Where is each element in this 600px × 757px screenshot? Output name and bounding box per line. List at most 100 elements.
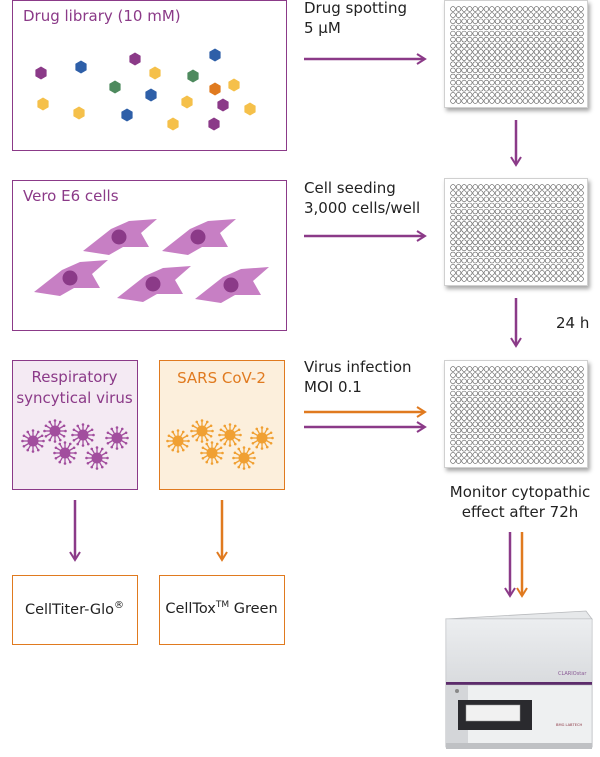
plate-well	[533, 214, 540, 221]
plate-well	[455, 433, 462, 440]
plate-well	[561, 12, 568, 18]
plate-well	[522, 276, 529, 282]
plate-well	[572, 43, 579, 49]
plate-well	[483, 396, 490, 403]
plate-well	[461, 245, 467, 252]
instrument-brand-text: CLARIOstar	[558, 671, 587, 677]
plate-well	[528, 55, 534, 61]
plate-well	[467, 458, 473, 464]
plate-well	[550, 24, 556, 31]
plate-well	[450, 6, 456, 12]
plate-well	[533, 12, 540, 18]
plate-well	[578, 403, 584, 409]
plate-well	[455, 98, 462, 104]
plate-well	[522, 98, 529, 104]
plate-well	[483, 421, 490, 427]
plate-well	[572, 403, 579, 409]
plate-well	[539, 452, 545, 458]
plate-2-wells	[450, 184, 584, 282]
plate-well	[472, 24, 478, 31]
plate-well	[522, 36, 529, 43]
plate-well	[461, 30, 467, 37]
plate-well	[517, 18, 523, 24]
step3-label: Virus infection MOI 0.1	[304, 357, 412, 397]
plate-well	[511, 43, 517, 49]
plate-well	[455, 214, 462, 221]
plate-well	[467, 239, 473, 245]
plate-well	[539, 202, 545, 209]
plate-well	[489, 421, 495, 427]
plate-well	[455, 24, 462, 31]
plate-well	[467, 49, 473, 55]
plate-well	[533, 239, 540, 245]
plate-well	[455, 190, 462, 196]
rsv-box: Respiratory syncytical virus	[12, 360, 138, 490]
plate-well	[567, 257, 573, 264]
rsv-virus	[85, 446, 109, 470]
plate-well	[450, 227, 456, 233]
step2-line1: Cell seeding	[304, 179, 396, 197]
plate-well	[494, 67, 501, 74]
plate-well	[478, 30, 484, 37]
plate-well	[567, 55, 573, 61]
plate-well	[472, 251, 478, 258]
plate-well	[505, 366, 512, 372]
plate-well	[467, 270, 473, 276]
plate-well	[505, 378, 512, 384]
plate-well	[567, 270, 573, 276]
plate-well	[533, 415, 540, 421]
plate-well	[478, 227, 484, 233]
plate-well	[461, 227, 467, 233]
plate-well	[528, 24, 534, 31]
plate-well	[572, 458, 579, 464]
plate-well	[561, 270, 568, 276]
plate-well	[489, 390, 495, 397]
plate-well	[500, 79, 506, 86]
plate-well	[539, 421, 545, 427]
plate-well	[533, 227, 540, 233]
plate-well	[572, 409, 579, 415]
plate-well	[550, 67, 556, 74]
plate-well	[455, 245, 462, 252]
plate-well	[505, 6, 512, 12]
plate-well	[461, 12, 467, 18]
plate-well	[544, 49, 551, 55]
plate-well	[561, 43, 568, 49]
plate-well	[461, 439, 467, 446]
drug-molecule	[181, 95, 193, 109]
plate-well	[539, 227, 545, 233]
plate-well	[517, 184, 523, 190]
plate-well	[472, 196, 478, 202]
plate-well	[550, 30, 556, 37]
monitor-line1: Monitor cytopathic	[449, 483, 591, 501]
plate-well	[550, 239, 556, 245]
plate-well	[556, 184, 562, 190]
plate-well	[483, 12, 490, 18]
plate-well	[489, 67, 495, 74]
plate-well	[478, 378, 484, 384]
plate-well	[511, 439, 517, 446]
plate-well	[500, 190, 506, 196]
plate-well	[561, 221, 568, 227]
plate-well	[556, 98, 562, 104]
plate-well	[478, 276, 484, 282]
plate-well	[567, 264, 573, 270]
plate-well	[572, 202, 579, 209]
plate-well	[578, 452, 584, 458]
plate-well	[550, 73, 556, 80]
plate-well	[494, 276, 501, 282]
plate-well	[556, 36, 562, 43]
plate-well	[567, 415, 573, 421]
plate-well	[517, 43, 523, 49]
plate-well	[450, 196, 456, 202]
plate-well	[472, 12, 478, 18]
plate-well	[522, 61, 529, 67]
plate-well	[533, 390, 540, 397]
plate-well	[539, 208, 545, 215]
plate-well	[455, 446, 462, 452]
plate-well	[511, 214, 517, 221]
vero-cells-box: Vero E6 cells	[12, 180, 287, 331]
plate-well	[556, 12, 562, 18]
plate-well	[500, 6, 506, 12]
plate-well	[561, 79, 568, 86]
